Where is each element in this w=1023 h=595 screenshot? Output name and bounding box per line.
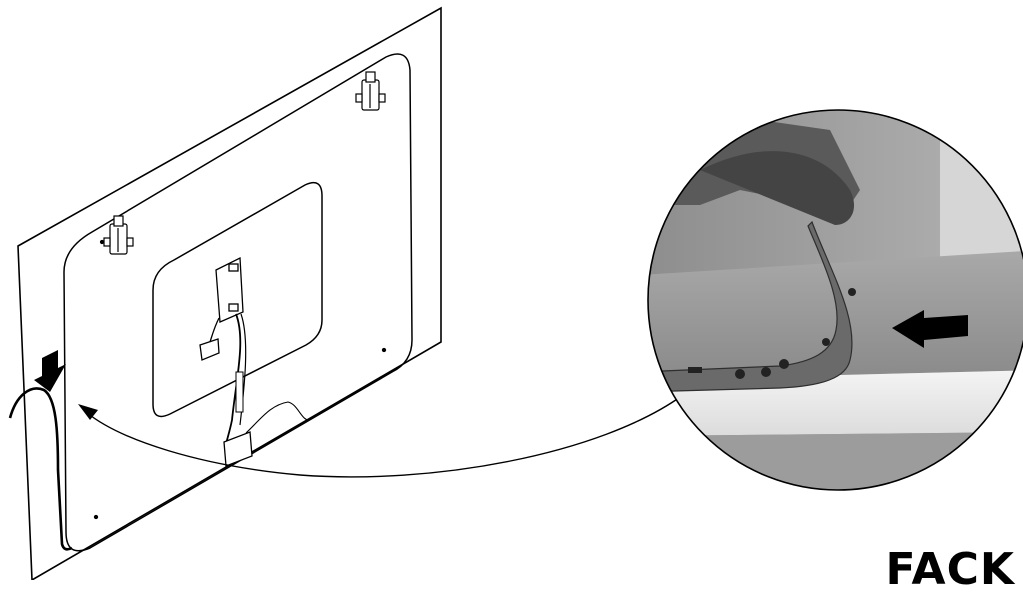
brand-logo: FACK [886,548,1015,592]
mirror-installation-diagram [0,0,1023,580]
